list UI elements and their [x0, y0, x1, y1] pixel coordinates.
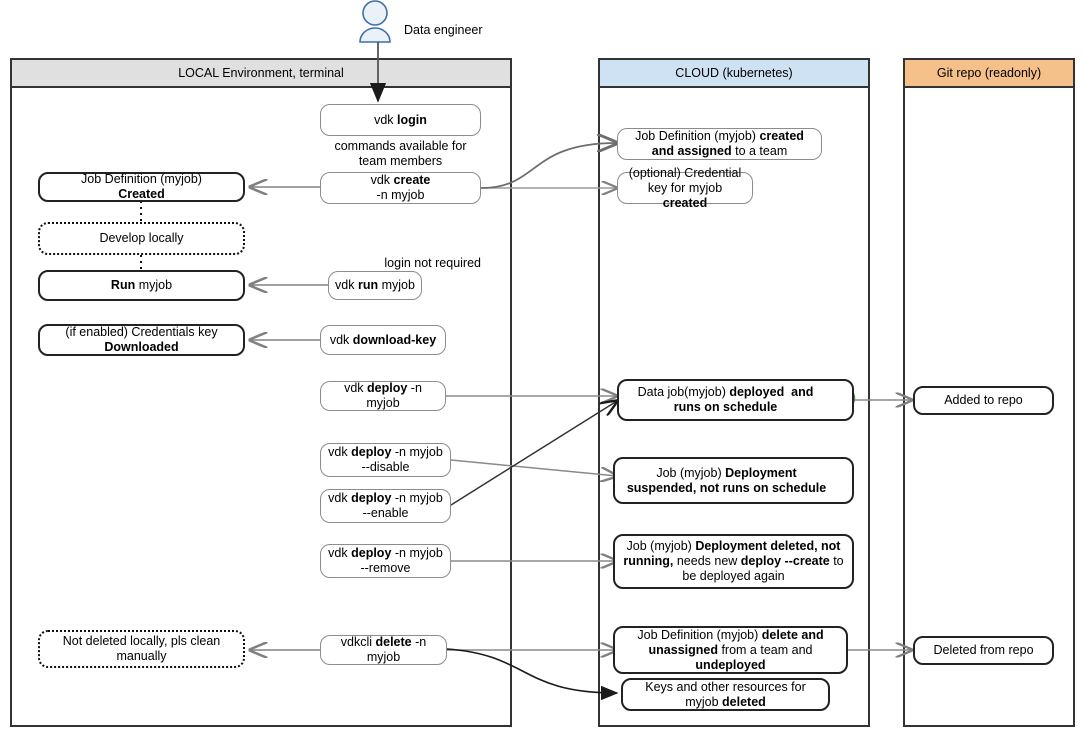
- state-run-myjob-label: Run myjob: [110, 278, 173, 292]
- state-credentials-downloaded-line2: Downloaded: [104, 340, 179, 354]
- command-vdk-deploy-enable-line2: --enable: [362, 506, 409, 520]
- state-deployment-suspended[interactable]: Job (myjob) Deployment suspended, not ru…: [613, 457, 854, 504]
- state-deployment-deleted-label: Job (myjob) Deployment deleted, not runn…: [623, 539, 844, 583]
- command-vdk-deploy-remove[interactable]: vdk deploy -n myjob --remove: [320, 544, 451, 578]
- lane-title-local: LOCAL Environment, terminal: [178, 66, 344, 80]
- command-vdk-deploy-enable[interactable]: vdk deploy -n myjob --enable: [320, 489, 451, 523]
- state-develop-locally-label: Develop locally: [99, 231, 184, 245]
- command-vdk-deploy-disable[interactable]: vdk deploy -n myjob --disable: [320, 443, 451, 477]
- state-job-created-line2: Created: [118, 187, 165, 201]
- command-vdk-deploy-remove-line1: vdk deploy -n myjob: [328, 546, 443, 560]
- note-run: login not required: [384, 256, 481, 270]
- state-deleted-from-repo-label: Deleted from repo: [933, 643, 1034, 657]
- state-credentials-downloaded[interactable]: (if enabled) Credentials key Downloaded: [38, 324, 245, 356]
- command-vdk-run[interactable]: vdk run myjob: [328, 271, 422, 300]
- state-job-def-created[interactable]: Job Definition (myjob) created and assig…: [617, 128, 822, 160]
- state-credential-created-label: (optional) Credential key for myjob crea…: [628, 165, 742, 210]
- command-vdk-download-key-label: vdk download-key: [329, 332, 437, 347]
- command-vdk-create-line1: vdk create: [370, 173, 431, 187]
- lane-header-git: Git repo (readonly): [903, 58, 1075, 88]
- lane-header-local: LOCAL Environment, terminal: [10, 58, 512, 88]
- state-job-created[interactable]: Job Definition (myjob) Created: [38, 172, 245, 202]
- state-added-to-repo-label: Added to repo: [944, 393, 1023, 407]
- state-deployment-suspended-label: Job (myjob) Deployment suspended, not ru…: [626, 465, 827, 495]
- state-deleted-from-repo[interactable]: Deleted from repo: [913, 636, 1054, 665]
- command-vdk-deploy-disable-line1: vdk deploy -n myjob: [328, 445, 443, 459]
- state-job-def-created-label: Job Definition (myjob) created and assig…: [635, 129, 804, 158]
- state-keys-deleted[interactable]: Keys and other resources for myjob delet…: [621, 678, 830, 711]
- state-job-created-line1: Job Definition (myjob): [81, 172, 202, 186]
- command-vdk-create-line2: -n myjob: [376, 188, 425, 202]
- state-job-deployed[interactable]: Data job(myjob) deployed and runs on sch…: [617, 379, 854, 421]
- command-vdk-deploy-label: vdk deploy -n myjob: [344, 381, 422, 410]
- state-credentials-downloaded-line1: (if enabled) Credentials key: [65, 325, 218, 339]
- state-job-deployed-label: Data job(myjob) deployed and runs on sch…: [637, 385, 814, 414]
- lane-title-cloud: CLOUD (kubernetes): [675, 66, 793, 80]
- person-icon: [359, 0, 391, 43]
- state-not-deleted-locally[interactable]: Not deleted locally, pls clean manually: [38, 630, 245, 668]
- note-login: commands available for team members: [334, 139, 467, 168]
- command-vdk-deploy[interactable]: vdk deploy -n myjob: [320, 381, 446, 411]
- state-develop-locally[interactable]: Develop locally: [38, 222, 245, 255]
- command-vdk-login[interactable]: vdk login: [320, 104, 481, 136]
- command-vdk-download-key[interactable]: vdk download-key: [320, 325, 446, 355]
- command-vdk-deploy-remove-line2: --remove: [360, 561, 411, 575]
- actor-label: Data engineer: [404, 23, 483, 37]
- lane-header-cloud: CLOUD (kubernetes): [598, 58, 870, 88]
- command-vdk-login-label: vdk login: [374, 112, 427, 127]
- command-vdk-run-label: vdk run myjob: [335, 278, 415, 292]
- state-added-to-repo[interactable]: Added to repo: [913, 386, 1054, 415]
- state-keys-deleted-label: Keys and other resources for myjob delet…: [645, 679, 806, 709]
- state-job-def-deleted-label: Job Definition (myjob) delete and unassi…: [637, 627, 824, 672]
- state-deployment-deleted[interactable]: Job (myjob) Deployment deleted, not runn…: [613, 534, 854, 589]
- command-vdk-deploy-disable-line2: --disable: [361, 460, 410, 474]
- state-credential-created[interactable]: (optional) Credential key for myjob crea…: [617, 166, 753, 210]
- command-vdkcli-delete[interactable]: vdkcli delete -n myjob: [320, 635, 447, 665]
- lane-title-git: Git repo (readonly): [936, 66, 1042, 80]
- command-vdkcli-delete-label: vdkcli delete -n myjob: [340, 635, 427, 664]
- command-vdk-deploy-enable-line1: vdk deploy -n myjob: [328, 491, 443, 505]
- state-not-deleted-locally-label: Not deleted locally, pls clean manually: [62, 634, 221, 663]
- state-job-def-deleted[interactable]: Job Definition (myjob) delete and unassi…: [613, 626, 848, 674]
- command-vdk-create[interactable]: vdk create -n myjob: [320, 172, 481, 204]
- state-run-myjob[interactable]: Run myjob: [38, 270, 245, 301]
